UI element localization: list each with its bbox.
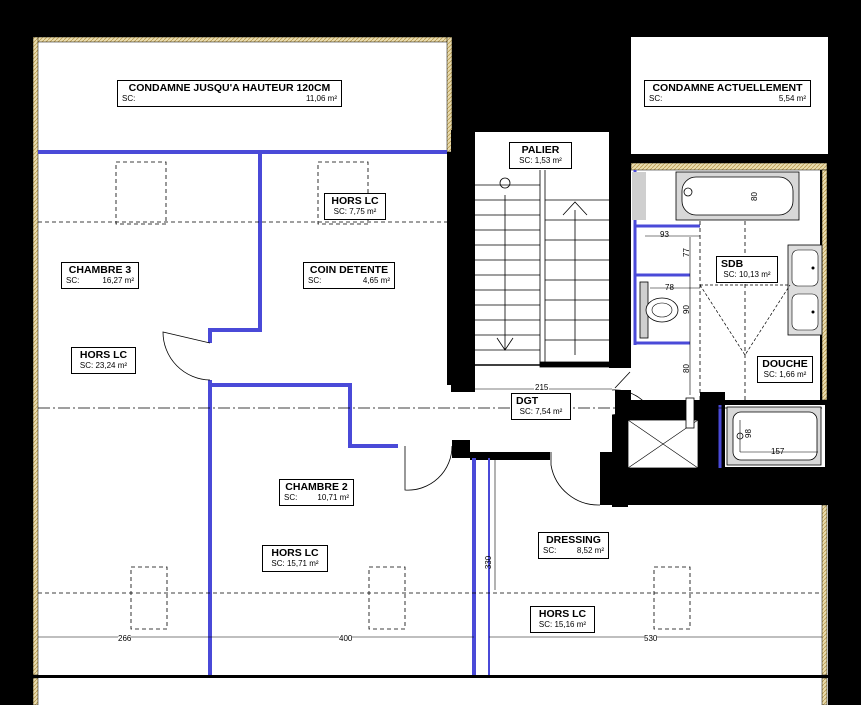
area-value: 11,06 m² — [306, 94, 337, 103]
sc-label: SC: — [122, 94, 136, 103]
sc-label: SC: — [308, 276, 322, 285]
sc-label: SC: — [543, 546, 557, 555]
sc-label: SC: — [66, 276, 80, 285]
area-value: SC: 15,71 m² — [271, 559, 319, 568]
area-value: SC: 1,66 m² — [763, 370, 807, 379]
area-value: SC: 7,75 m² — [333, 207, 377, 216]
room-name: CHAMBRE 2 — [285, 481, 348, 493]
area-value: 10,71 m² — [317, 493, 349, 502]
double-sink — [787, 244, 823, 336]
dimension-80-hall: 80 — [681, 364, 691, 373]
room-name: COIN DETENTE — [309, 264, 389, 276]
room-name: DGT — [516, 395, 539, 407]
room-name: SDB — [721, 258, 744, 270]
dimension-530: 530 — [644, 634, 658, 643]
room-name: DOUCHE — [762, 358, 808, 370]
dimension-98: 98 — [743, 429, 753, 438]
area-value: SC: 23,24 m² — [79, 361, 128, 370]
dimension-90: 90 — [681, 305, 691, 314]
dimension-400: 400 — [339, 634, 353, 643]
label-palier: PALIER SC: 1,53 m² — [509, 142, 572, 169]
toilet — [639, 281, 679, 339]
shower-tray — [726, 406, 822, 466]
staircase — [475, 170, 610, 368]
wall-hatches — [32, 36, 828, 705]
area-value: 4,65 m² — [362, 276, 390, 285]
label-dressing: DRESSING SC: 8,52 m² — [538, 532, 609, 559]
bathtub — [632, 171, 800, 221]
room-name: HORS LC — [538, 608, 587, 620]
label-coin-detente: COIN DETENTE SC: 4,65 m² — [303, 262, 395, 289]
dimension-215: 215 — [534, 383, 550, 392]
area-value: 16,27 m² — [102, 276, 134, 285]
label-condamne-actuellement: CONDAMNE ACTUELLEMENT SC: 5,54 m² — [644, 80, 811, 107]
door-leaf — [685, 397, 695, 429]
room-name: PALIER — [521, 144, 560, 156]
dimension-80-bath: 80 — [749, 192, 759, 201]
area-value: SC: 1,53 m² — [519, 156, 562, 165]
area-value: SC: 15,16 m² — [538, 620, 587, 629]
label-chambre-3: CHAMBRE 3 SC: 16,27 m² — [61, 262, 139, 289]
area-value: 8,52 m² — [576, 546, 604, 555]
doors — [162, 331, 691, 506]
room-name: HORS LC — [331, 195, 379, 207]
room-name: CONDAMNE ACTUELLEMENT — [652, 82, 803, 94]
label-condamne-hauteur: CONDAMNE JUSQU'A HAUTEUR 120CM SC: 11,06 … — [117, 80, 342, 107]
label-chambre-2: CHAMBRE 2 SC: 10,71 m² — [279, 479, 354, 506]
floors — [33, 37, 828, 705]
label-hors-lc-3: HORS LC SC: 15,71 m² — [262, 545, 328, 572]
area-value: SC: 10,13 m² — [723, 270, 771, 279]
dimension-93: 93 — [660, 230, 669, 239]
area-value: SC: 7,54 m² — [519, 407, 563, 416]
dimension-77: 77 — [681, 248, 691, 257]
label-hors-lc-2: HORS LC SC: 23,24 m² — [71, 347, 136, 374]
room-name: DRESSING — [546, 534, 601, 546]
label-sdb: SDB SC: 10,13 m² — [716, 256, 778, 283]
label-hors-lc-1: HORS LC SC: 7,75 m² — [324, 193, 386, 220]
sc-label: SC: — [649, 94, 663, 103]
label-dgt: DGT SC: 7,54 m² — [511, 393, 571, 420]
area-value: 5,54 m² — [778, 94, 806, 103]
room-name: HORS LC — [271, 547, 319, 559]
label-douche: DOUCHE SC: 1,66 m² — [757, 356, 813, 383]
room-name: CHAMBRE 3 — [68, 264, 132, 276]
label-hors-lc-4: HORS LC SC: 15,16 m² — [530, 606, 595, 633]
dimension-266: 266 — [118, 634, 132, 643]
sc-label: SC: — [284, 493, 298, 502]
dimension-78: 78 — [665, 283, 674, 292]
room-name: CONDAMNE JUSQU'A HAUTEUR 120CM — [128, 82, 331, 94]
shower-slope — [699, 284, 791, 356]
dimension-330: 330 — [484, 555, 494, 570]
room-name: HORS LC — [79, 349, 128, 361]
dimension-157: 157 — [771, 447, 785, 456]
structural-walls — [451, 130, 828, 507]
